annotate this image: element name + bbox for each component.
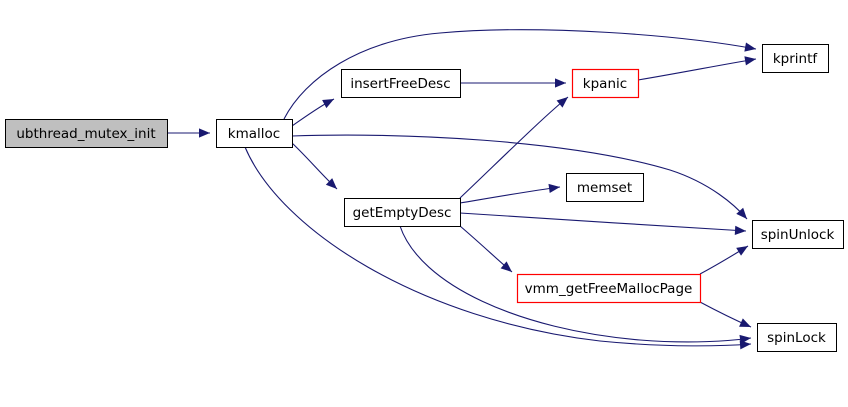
edge-line xyxy=(459,96,569,199)
edge-vmm_getFreeMallocPage-to-spinUnlock xyxy=(699,245,749,275)
node-label: spinUnlock xyxy=(761,227,835,243)
edge-getEmptyDesc-to-kpanic xyxy=(459,96,569,199)
arrowhead-icon xyxy=(734,225,746,235)
edge-line xyxy=(244,146,752,347)
node-vmm_getFreeMallocPage[interactable]: vmm_getFreeMallocPage xyxy=(516,273,702,304)
arrowhead-icon xyxy=(556,97,568,108)
edge-line xyxy=(459,186,561,204)
edge-getEmptyDesc-to-memset xyxy=(459,183,561,204)
arrowhead-icon xyxy=(322,99,334,109)
arrowhead-icon xyxy=(744,56,756,66)
node-rect[interactable] xyxy=(516,273,702,304)
edge-kmalloc-to-kprintf xyxy=(283,29,757,120)
arrowhead-icon xyxy=(744,42,756,52)
node-label: kmalloc xyxy=(228,126,280,142)
edge-line xyxy=(283,29,757,120)
node-memset[interactable]: memset xyxy=(566,173,644,202)
arrowhead-icon xyxy=(548,183,560,194)
arrowhead-icon xyxy=(325,178,337,189)
node-label: insertFreeDesc xyxy=(350,76,450,92)
node-label: spinLock xyxy=(767,330,826,346)
node-rect[interactable] xyxy=(566,173,644,202)
node-kpanic[interactable]: kpanic xyxy=(571,68,640,99)
node-getEmptyDesc[interactable]: getEmptyDesc xyxy=(344,198,461,227)
edge-getEmptyDesc-to-spinUnlock xyxy=(459,212,747,235)
arrowhead-icon xyxy=(500,261,512,272)
edge-line xyxy=(459,212,747,232)
arrowhead-icon xyxy=(199,128,210,138)
node-insertFreeDesc[interactable]: insertFreeDesc xyxy=(341,69,461,98)
node-kprintf[interactable]: kprintf xyxy=(762,44,829,73)
arrowhead-icon xyxy=(555,78,566,88)
edge-line xyxy=(291,134,748,220)
nodes-layer: ubthread_mutex_init kmalloc insertFreeDesc… xyxy=(5,44,844,352)
node-spinLock[interactable]: spinLock xyxy=(757,323,837,352)
node-rect[interactable] xyxy=(344,198,461,227)
edge-kmalloc-to-spinLock xyxy=(244,146,752,350)
edge-kpanic-to-kprintf xyxy=(637,56,757,81)
edge-line xyxy=(399,225,752,343)
node-label: memset xyxy=(577,180,632,196)
edges-layer xyxy=(167,29,757,350)
arrowhead-icon xyxy=(736,246,748,256)
node-rect[interactable] xyxy=(762,44,829,73)
node-label: kpanic xyxy=(583,76,627,92)
node-rect[interactable] xyxy=(571,68,640,99)
node-label: getEmptyDesc xyxy=(353,205,452,221)
edge-kmalloc-to-insertFreeDesc xyxy=(291,98,335,127)
node-rect[interactable] xyxy=(5,119,168,148)
node-rect[interactable] xyxy=(757,323,837,352)
node-rect[interactable] xyxy=(341,69,461,98)
node-spinUnlock[interactable]: spinUnlock xyxy=(752,220,844,249)
edge-getEmptyDesc-to-vmm_getFreeMallocPage xyxy=(459,225,513,273)
node-label: ubthread_mutex_init xyxy=(16,126,155,142)
node-rect[interactable] xyxy=(216,119,293,148)
arrowhead-icon xyxy=(739,318,751,327)
arrowhead-icon xyxy=(736,207,747,219)
node-ubthread_mutex_init[interactable]: ubthread_mutex_init xyxy=(5,119,168,148)
arrowhead-icon xyxy=(739,340,751,350)
edge-ubthread_mutex_init-to-kmalloc xyxy=(167,128,210,138)
edge-line xyxy=(637,58,757,81)
edge-insertFreeDesc-to-kpanic xyxy=(460,78,566,88)
edge-vmm_getFreeMallocPage-to-spinLock xyxy=(699,301,752,328)
node-label: vmm_getFreeMallocPage xyxy=(525,281,693,297)
edge-kmalloc-to-spinUnlock xyxy=(291,134,748,220)
node-kmalloc[interactable]: kmalloc xyxy=(216,119,293,148)
node-label: kprintf xyxy=(773,51,819,67)
node-rect[interactable] xyxy=(752,220,844,249)
edge-kmalloc-to-getEmptyDesc xyxy=(291,142,338,190)
